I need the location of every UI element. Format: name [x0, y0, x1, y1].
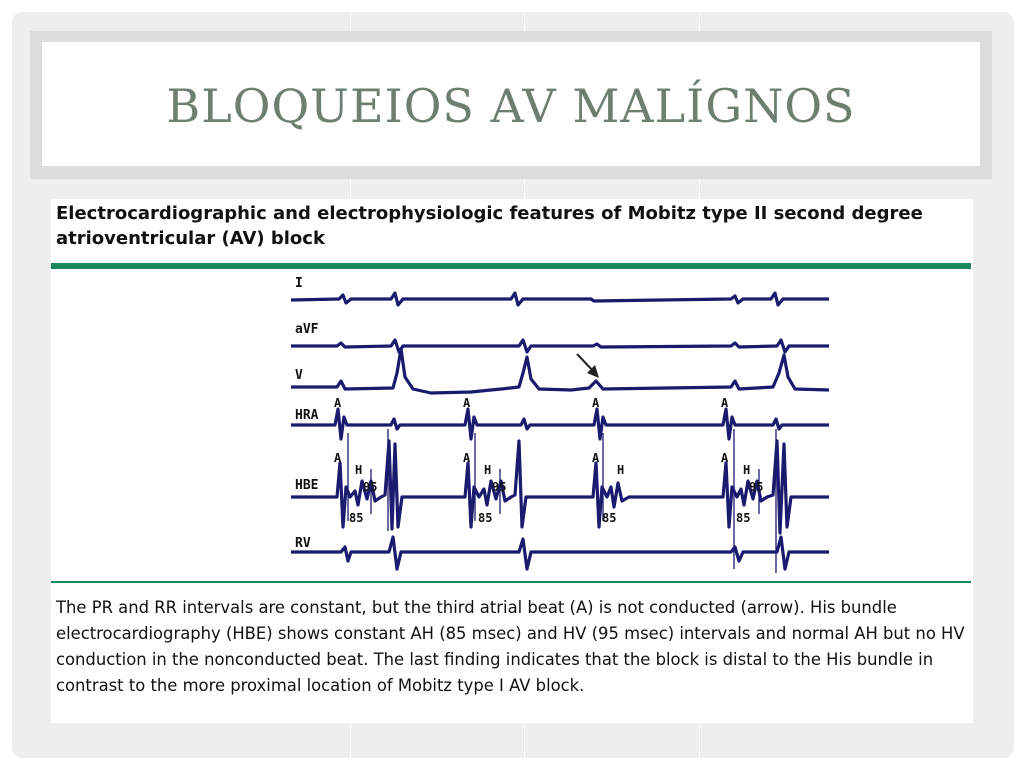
marker-ah-3: 85: [602, 511, 616, 525]
marker-a-hbe-1: A: [334, 451, 342, 465]
ecg-tracing: I aVF V HRA HBE RV A A A A A A A A H H H…: [290, 276, 830, 573]
marker-hv-3: 95: [749, 480, 763, 494]
ecg-figure: Electrocardiographic and electrophysiolo…: [51, 199, 973, 723]
marker-a-hra-1: A: [334, 396, 342, 410]
trace-lead-hbe: [291, 439, 829, 535]
marker-ah-1: 85: [349, 511, 363, 525]
trace-lead-i: [290, 291, 829, 307]
marker-a-hra-4: A: [721, 396, 729, 410]
marker-h-3: H: [617, 463, 624, 477]
figure-caption: The PR and RR intervals are constant, bu…: [56, 598, 965, 695]
marker-h-4: H: [743, 463, 750, 477]
marker-h-2: H: [484, 463, 491, 477]
lead-label-i: I: [295, 276, 303, 291]
slide-title: BLOQUEIOS AV MALÍGNOS: [166, 79, 856, 133]
trace-lead-hra: [291, 407, 829, 441]
lead-label-hbe: HBE: [295, 478, 318, 493]
marker-hv-1: 95: [363, 480, 377, 494]
marker-ah-4: 85: [736, 511, 750, 525]
lead-label-rv: RV: [295, 536, 311, 551]
marker-h-1: H: [355, 463, 362, 477]
lead-label-avf: aVF: [295, 322, 319, 337]
trace-lead-avf: [291, 338, 829, 354]
marker-a-hbe-2: A: [463, 451, 471, 465]
marker-a-hbe-4: A: [721, 451, 729, 465]
nonconducted-beat-arrow: [576, 353, 599, 378]
lead-label-v: V: [295, 368, 303, 383]
marker-ah-2: 85: [478, 511, 492, 525]
marker-a-hbe-3: A: [592, 451, 600, 465]
figure-rule-top: [51, 263, 971, 269]
figure-rule-bottom: [51, 581, 971, 583]
lead-label-hra: HRA: [295, 408, 319, 423]
title-box: BLOQUEIOS AV MALÍGNOS: [42, 42, 980, 166]
trace-lead-rv: [291, 535, 829, 571]
marker-a-hra-3: A: [592, 396, 600, 410]
figure-heading: Electrocardiographic and electrophysiolo…: [56, 203, 923, 249]
his-bundle-spikes: [347, 429, 777, 573]
marker-a-hra-2: A: [463, 396, 471, 410]
trace-lead-v: [291, 347, 830, 395]
marker-hv-2: 95: [492, 480, 506, 494]
